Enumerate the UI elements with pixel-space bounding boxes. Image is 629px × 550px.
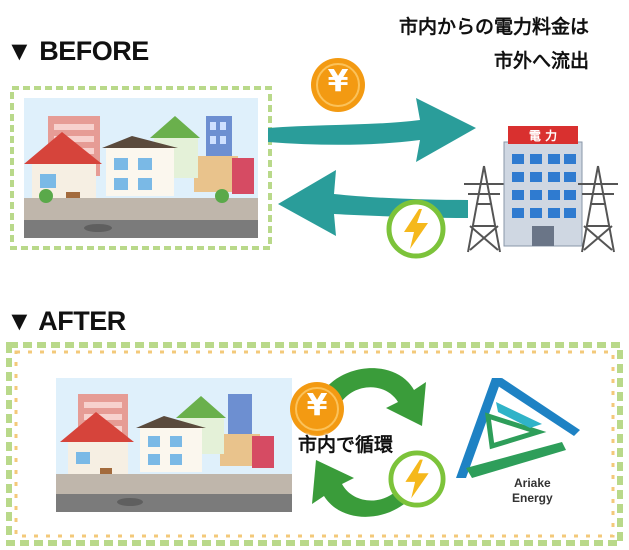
power-company-sign: 電 力 — [528, 129, 558, 143]
power-company: 電 力 — [460, 120, 624, 253]
transmission-tower-icon — [578, 165, 618, 253]
after-label: ▼ AFTER — [6, 306, 126, 336]
yen-coin-icon — [311, 58, 365, 112]
lightning-before — [386, 199, 446, 259]
brand-name-line2: Energy — [512, 491, 553, 505]
lightning-icon — [386, 199, 446, 259]
circulation-arrows — [300, 356, 440, 536]
town-houses-icon — [56, 378, 292, 512]
yen-coin-before: ¥ — [309, 56, 367, 114]
brand-name-line1: Ariake — [514, 476, 551, 490]
outflow-note: 市内からの電力料金は 市外へ流出 — [399, 10, 589, 78]
yen-symbol: ¥ — [327, 64, 349, 99]
outflow-note-line2: 市外へ流出 — [493, 50, 589, 72]
cycle-text: 市内で循環 — [298, 434, 394, 456]
outflow-note-line1: 市内からの電力料金は — [398, 16, 589, 38]
inflow-arrow — [272, 160, 472, 240]
transmission-tower-icon — [464, 165, 504, 253]
lightning-icon — [388, 450, 446, 508]
power-company-building-icon — [503, 126, 583, 247]
lightning-after — [388, 450, 446, 508]
yen-coin-icon — [290, 382, 344, 436]
yen-coin-after: ¥ — [288, 380, 346, 438]
ariake-energy-logo: Ariake Energy — [452, 372, 584, 512]
yen-symbol: ¥ — [306, 388, 328, 423]
town-scene-before — [10, 86, 272, 250]
outflow-arrow — [262, 80, 482, 170]
town-scene-after — [56, 378, 292, 512]
town-houses-icon — [10, 86, 272, 250]
before-label: ▼ BEFORE — [6, 36, 149, 66]
ariake-energy-logo-icon — [456, 378, 580, 478]
